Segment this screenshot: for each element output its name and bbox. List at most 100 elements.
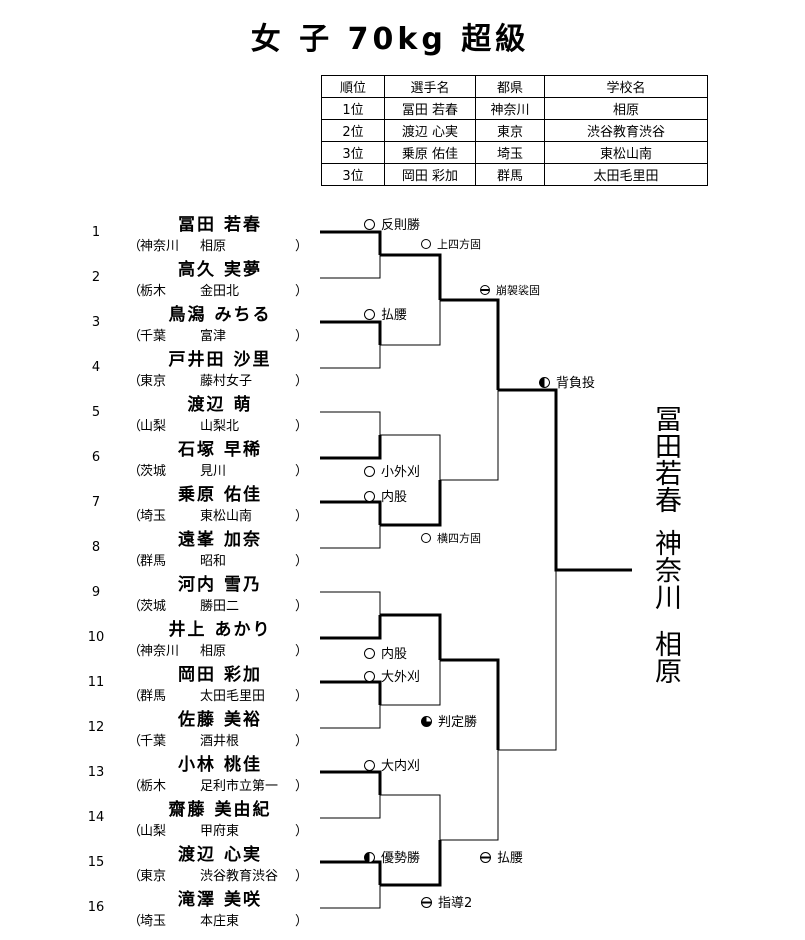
player-cell: 岡田 彩加 — [384, 163, 476, 186]
seed-number: 13 — [87, 765, 105, 780]
bracket-line — [380, 254, 441, 346]
player-affiliation: （栃木足利市立第一） — [128, 775, 318, 794]
bracket-line — [320, 321, 381, 369]
technique-label: 指導2 — [438, 896, 473, 911]
player-school: 太田毛里田 — [200, 689, 266, 704]
bracket-line — [440, 299, 499, 481]
player-prefecture: 山梨 — [140, 419, 167, 434]
paren-open: （ — [128, 599, 142, 614]
player-prefecture: 山梨 — [140, 824, 167, 839]
technique-label: 払腰 — [381, 308, 408, 323]
paren-open: （ — [128, 689, 142, 704]
results-row: 1位 冨田 若春 神奈川 相原 — [321, 97, 708, 120]
header-school: 学校名 — [544, 75, 708, 98]
winner-path — [320, 230, 382, 255]
technique-label: 内股 — [381, 490, 408, 505]
circle-open-icon — [364, 309, 375, 320]
player-affiliation: （埼玉東松山南） — [128, 505, 318, 524]
winner-path — [320, 500, 382, 525]
page-title: 女 子 70kg 超級 — [250, 22, 530, 57]
winner-path — [320, 860, 382, 885]
player-name: 河内 雪乃 — [178, 575, 262, 595]
seed-number: 9 — [91, 585, 101, 600]
results-table: 順位 選手名 都県 学校名 1位 冨田 若春 神奈川 相原 2位 渡辺 心実 東… — [321, 75, 708, 186]
player-prefecture: 群馬 — [140, 689, 167, 704]
player-affiliation: （群馬 昭和 ） — [128, 550, 318, 569]
paren-open: （ — [128, 374, 142, 389]
player-affiliation: （埼玉本庄東） — [128, 910, 318, 929]
bracket-line — [440, 659, 499, 841]
circle-open-icon — [364, 466, 375, 477]
player-name: 渡辺 心実 — [178, 845, 262, 865]
player-name: 齋藤 美由紀 — [168, 800, 272, 820]
player-prefecture: 千葉 — [140, 329, 167, 344]
player-school: 昭和 — [200, 554, 227, 569]
match-result: 内股 — [364, 486, 407, 505]
player-school: 藤村女子 — [200, 374, 253, 389]
player-name: 鳥潟 みちる — [168, 305, 272, 325]
technique-label: 上四方固 — [437, 238, 481, 251]
paren-open: （ — [128, 509, 142, 524]
bracket-line — [320, 231, 381, 279]
player-school: 本庄東 — [200, 914, 240, 929]
winner-path — [380, 480, 442, 527]
player-affiliation: （神奈川相原） — [128, 235, 318, 254]
winner-path — [320, 435, 382, 460]
technique-label: 内股 — [381, 647, 408, 662]
circle-open-icon — [421, 239, 431, 249]
paren-open: （ — [128, 644, 142, 659]
bracket-line — [380, 794, 441, 886]
rank-cell: 3位 — [321, 163, 385, 186]
player-prefecture: 栃木 — [140, 284, 167, 299]
seed-number: 15 — [87, 855, 105, 870]
rank-cell: 1位 — [321, 97, 385, 120]
paren-close: ） — [294, 644, 308, 659]
paren-close: ） — [294, 284, 308, 299]
match-result: 優勢勝 — [364, 847, 420, 866]
player-prefecture: 埼玉 — [140, 509, 167, 524]
player-affiliation: （山梨甲府東） — [128, 820, 318, 839]
winner-path — [440, 298, 500, 390]
player-name: 遠峯 加奈 — [178, 530, 262, 550]
paren-close: ） — [294, 554, 308, 569]
winner-path — [380, 253, 442, 300]
circle-open-icon — [364, 491, 375, 502]
technique-label: 判定勝 — [438, 715, 478, 730]
player-school: 相原 — [200, 239, 227, 254]
match-result: 上四方固 — [421, 236, 481, 252]
paren-open: （ — [128, 554, 142, 569]
player-school: 相原 — [200, 644, 227, 659]
winner-path — [320, 615, 382, 640]
technique-label: 払腰 — [497, 851, 524, 866]
player-school: 足利市立第一 — [200, 779, 279, 794]
player-cell: 冨田 若春 — [384, 97, 476, 120]
paren-close: ） — [294, 329, 308, 344]
bracket-line — [320, 501, 381, 549]
winner-path — [320, 770, 382, 795]
technique-label: 大外刈 — [381, 670, 421, 685]
paren-close: ） — [294, 509, 308, 524]
paren-open: （ — [128, 779, 142, 794]
player-school: 富津 — [200, 329, 227, 344]
seed-number: 16 — [87, 900, 105, 915]
circle-half-left-icon — [364, 852, 375, 863]
match-result: 払腰 — [480, 847, 523, 866]
player-school: 山梨北 — [200, 419, 240, 434]
seed-number: 14 — [87, 810, 105, 825]
player-prefecture: 東京 — [140, 869, 167, 884]
player-prefecture: 群馬 — [140, 554, 167, 569]
champion-name: 冨田若春 — [650, 405, 681, 513]
player-name: 冨田 若春 — [178, 215, 262, 235]
seed-number: 5 — [91, 405, 101, 420]
winner-path — [440, 658, 500, 750]
player-affiliation: （茨城勝田二） — [128, 595, 318, 614]
circle-quarter-icon — [421, 716, 432, 727]
player-prefecture: 栃木 — [140, 779, 167, 794]
player-prefecture: 茨城 — [140, 464, 167, 479]
school-cell: 渋谷教育渋谷 — [544, 119, 708, 142]
paren-close: ） — [294, 374, 308, 389]
bracket-line — [380, 434, 441, 526]
prefecture-cell: 埼玉 — [475, 141, 545, 164]
prefecture-cell: 神奈川 — [475, 97, 545, 120]
paren-open: （ — [128, 329, 142, 344]
